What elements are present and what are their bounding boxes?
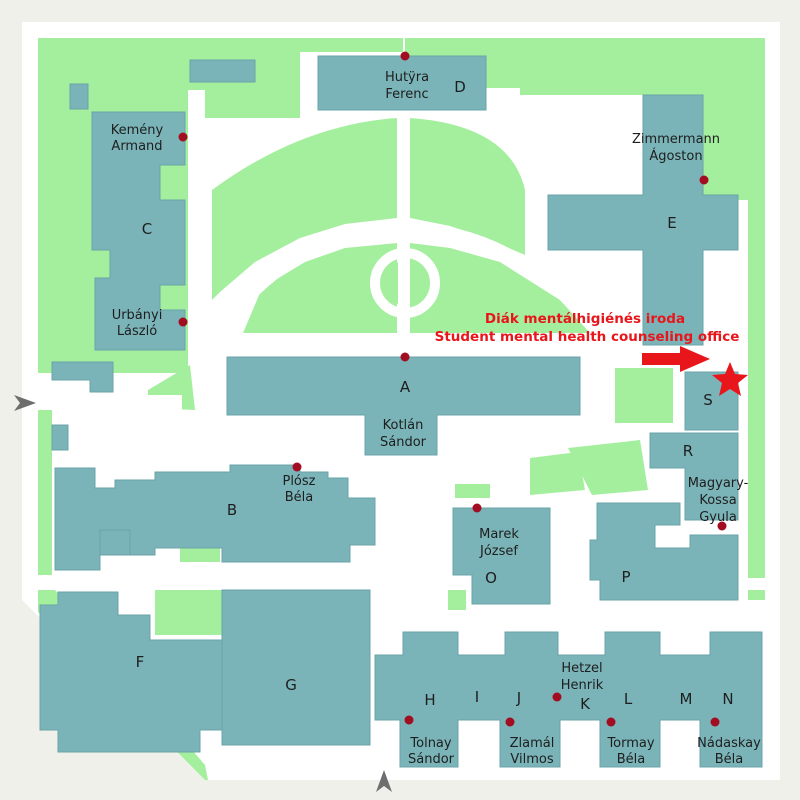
building-s-letter: S	[703, 391, 713, 409]
star-icon	[712, 362, 748, 396]
marker-marek	[472, 503, 482, 513]
buildings	[39, 55, 763, 768]
marker-tormay	[606, 717, 616, 727]
west-entrance-arrow-icon	[14, 395, 36, 411]
building-b	[54, 464, 376, 571]
marker-kemeny	[178, 132, 188, 142]
marker-nadaskay	[710, 717, 720, 727]
building-c	[91, 111, 186, 351]
counseling-office-annotation: Diák mentálhigiénés iroda Student mental…	[435, 311, 748, 396]
marker-zimmermann	[699, 175, 709, 185]
annotation-line-hu: Diák mentálhigiénés iroda	[485, 311, 685, 327]
building-p	[589, 502, 739, 601]
building-c-letter: C	[142, 220, 152, 238]
footpaths	[22, 100, 765, 590]
building-m-letter: M	[680, 690, 693, 708]
marker-kotlan	[400, 352, 410, 362]
marker-plosz	[292, 462, 302, 472]
building-e	[547, 94, 739, 346]
building-p-letter: P	[621, 568, 630, 586]
building-a-letter: A	[400, 378, 411, 396]
building-h-letter: H	[424, 691, 435, 709]
entrance-arrows	[14, 395, 392, 792]
building-f-letter: F	[136, 653, 145, 671]
marker-urbanyi	[178, 317, 188, 327]
building-h-n	[374, 631, 763, 768]
red-arrow-icon	[642, 346, 710, 372]
building-a	[226, 356, 581, 456]
building-r-letter: R	[683, 442, 693, 460]
building-f	[39, 591, 223, 753]
building-e-letter: E	[667, 214, 676, 232]
building-r	[649, 432, 739, 521]
marker-magyary	[717, 521, 727, 531]
building-g-letter: G	[285, 676, 297, 694]
south-entrance-arrow-icon	[376, 770, 392, 792]
marker-hutyra	[400, 51, 410, 61]
building-i-letter: I	[475, 688, 479, 706]
building-letters: A B C D E F G H I J K L M N O P R S	[136, 78, 734, 713]
annotation-line-en: Student mental health counseling office	[435, 329, 740, 345]
building-d-letter: D	[454, 78, 466, 96]
building-k-letter: K	[580, 695, 591, 713]
building-n-letter: N	[722, 690, 733, 708]
green-areas	[38, 38, 765, 780]
building-o	[452, 507, 551, 605]
building-j-letter: J	[516, 689, 521, 707]
marker-tolnay	[404, 715, 414, 725]
building-b-letter: B	[227, 501, 237, 519]
building-o-letter: O	[485, 569, 497, 587]
building-g	[221, 589, 371, 746]
marker-zlamal	[505, 717, 515, 727]
marker-hetzel	[552, 692, 562, 702]
person-markers	[178, 51, 727, 727]
building-l-letter: L	[624, 690, 633, 708]
